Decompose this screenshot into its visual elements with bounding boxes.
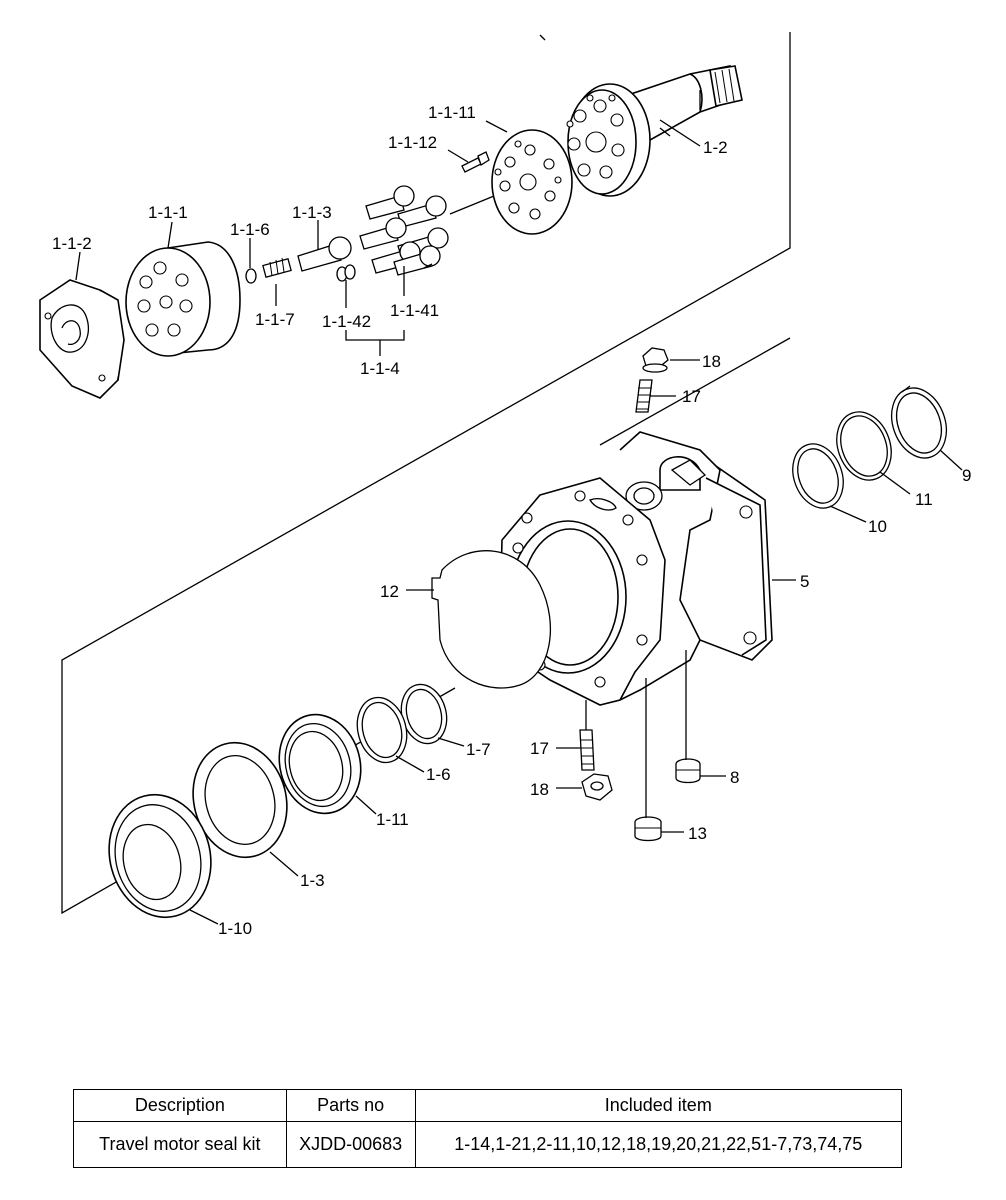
- label-12: 12: [380, 582, 399, 601]
- washer-part: [245, 268, 257, 284]
- plug-lower-part: [634, 816, 662, 842]
- stud-bolt-lower-part: [579, 729, 595, 771]
- label-17-bottom: 17: [530, 739, 549, 758]
- label-1-10: 1-10: [218, 919, 252, 938]
- label-1-1-42: 1-1-42: [322, 312, 371, 331]
- label-1-1-7: 1-1-7: [255, 310, 295, 329]
- label-1-1-3: 1-1-3: [292, 203, 332, 222]
- snap-ring-lower-part: [400, 683, 448, 745]
- oil-seal-part: [192, 741, 288, 859]
- floating-seal-part: [792, 443, 844, 509]
- o-ring-part: [336, 264, 356, 282]
- label-1-1-1: 1-1-1: [148, 203, 188, 222]
- header-included-item: Included item: [414, 1089, 903, 1122]
- piston-assembly-part: [359, 185, 449, 276]
- retainer-plate-part: [491, 129, 573, 235]
- label-1-1-12: 1-1-12: [388, 133, 437, 152]
- label-10: 10: [868, 517, 887, 536]
- seal-kit-table: Description Parts no Included item Trave…: [73, 1089, 903, 1168]
- spring-part: [262, 257, 292, 278]
- label-5: 5: [800, 572, 809, 591]
- label-11: 11: [915, 490, 933, 509]
- label-9: 9: [962, 466, 971, 485]
- gasket-part: [431, 550, 552, 689]
- taper-bearing-part: [108, 793, 212, 919]
- motor-casing-part: [499, 431, 773, 706]
- label-17-top: 17: [682, 387, 701, 406]
- center-pin-part: [297, 236, 352, 272]
- label-1-1-4: 1-1-4: [360, 359, 400, 378]
- header-parts-no: Parts no: [285, 1089, 416, 1122]
- label-13: 13: [688, 824, 707, 843]
- header-description: Description: [73, 1089, 287, 1122]
- roller-bearing-part: [278, 713, 362, 815]
- label-1-7: 1-7: [466, 740, 491, 759]
- snap-ring-part: [890, 385, 948, 459]
- screw-part: [461, 151, 490, 173]
- cell-description: Travel motor seal kit: [73, 1121, 287, 1168]
- valve-plate-part: [39, 279, 125, 399]
- label-1-1-41: 1-1-41: [390, 301, 439, 320]
- cylinder-barrel-part: [125, 241, 241, 357]
- label-1-1-6: 1-1-6: [230, 220, 270, 239]
- table-row: Travel motor seal kit XJDD-00683 1-14,1-…: [73, 1121, 903, 1168]
- label-18-top: 18: [702, 352, 721, 371]
- label-1-1-2: 1-1-2: [52, 234, 92, 253]
- drive-shaft-part: [566, 65, 743, 197]
- cell-included-item: 1-14,1-21,2-11,10,12,18,19,20,21,22,51-7…: [414, 1121, 903, 1168]
- label-1-6: 1-6: [426, 765, 451, 784]
- label-1-3: 1-3: [300, 871, 325, 890]
- exploded-parts-diagram: 1-1-11 1-1-12 1-2 1-1-1 1-1-3 1-1-6 1-1-…: [39, 32, 971, 938]
- flange-bolt-part: [642, 347, 669, 373]
- label-1-1-11: 1-1-11: [428, 103, 476, 122]
- flange-nut-part: [581, 773, 613, 801]
- label-1-2: 1-2: [703, 138, 728, 157]
- stud-bolt-part: [635, 379, 653, 413]
- table-header-row: Description Parts no Included item: [73, 1089, 903, 1122]
- leader-lines: [75, 119, 963, 925]
- plug-part: [675, 758, 701, 784]
- label-1-11: 1-11: [376, 810, 409, 829]
- label-18-bottom: 18: [530, 780, 549, 799]
- seal-ring-part: [836, 411, 892, 481]
- cell-parts-no: XJDD-00683: [285, 1121, 416, 1168]
- label-8: 8: [730, 768, 739, 787]
- o-ring-lower-part: [356, 696, 408, 764]
